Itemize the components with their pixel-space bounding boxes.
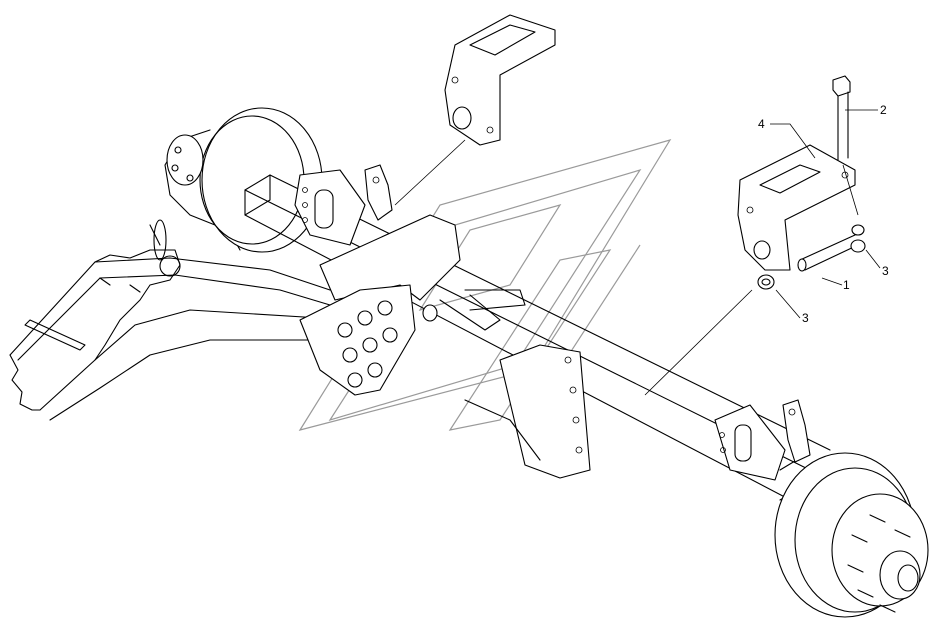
assembly-leader-line (644, 289, 753, 396)
callout-4: 4 (758, 117, 765, 131)
part-1-stud (797, 234, 859, 272)
left-brake-drum (164, 107, 323, 253)
callout-3-right: 3 (882, 264, 889, 278)
callout-2: 2 (880, 103, 887, 117)
exploded-bracket-upper (394, 14, 556, 206)
part-4-bracket (737, 144, 856, 271)
part-3-nut-left (757, 274, 775, 290)
right-brake-drum (774, 452, 929, 618)
right-spring-seat (714, 399, 811, 481)
part-3-nut-right (850, 224, 866, 253)
wheel-studs (847, 514, 911, 613)
left-spring-seat (294, 164, 393, 246)
part-2-bolt (832, 75, 859, 216)
center-hanger-assembly (299, 214, 591, 479)
trailing-arm-frame (9, 219, 331, 421)
callout-leaders (770, 109, 881, 319)
callout-1: 1 (843, 278, 850, 292)
callout-3-left: 3 (802, 311, 809, 325)
